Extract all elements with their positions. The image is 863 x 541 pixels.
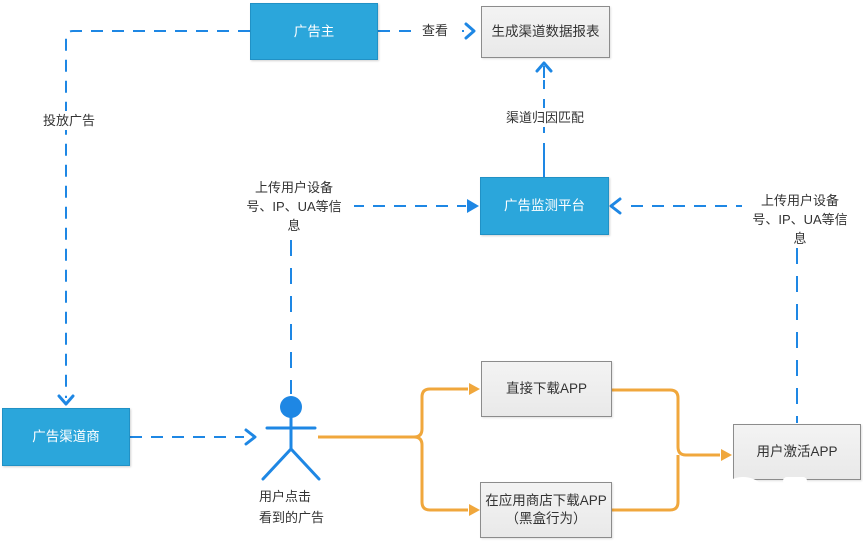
label-attribution: 渠道归因匹配: [492, 108, 598, 127]
node-store-download: 在应用商店下载APP （黑盒行为）: [480, 482, 612, 538]
node-report: 生成渠道数据报表: [481, 6, 610, 58]
node-channel: 广告渠道商: [2, 408, 130, 466]
label-view: 查看: [412, 21, 458, 40]
arrowhead-right-platform: [467, 199, 479, 213]
figure-legs: [261, 446, 321, 481]
arrowhead-activate: [721, 449, 732, 461]
label-upload-left-line3: 息: [287, 218, 301, 233]
edge-advertiser-channel: [65, 30, 250, 398]
node-channel-label: 广告渠道商: [32, 429, 100, 444]
node-direct-download-label: 直接下载APP: [505, 381, 587, 396]
arrowhead-store: [469, 504, 480, 516]
label-user-click: 用户点击 看到的广告: [257, 486, 357, 528]
user-stick-figure: [261, 396, 321, 481]
edge-user-direct: [318, 387, 468, 439]
label-upload-left-line2: 号、IP、UA等信: [246, 199, 342, 214]
label-place-ads: 投放广告: [36, 111, 102, 130]
edge-direct-activate: [612, 388, 720, 457]
figure-head: [280, 396, 302, 418]
label-upload-right: 上传用户设备 号、IP、UA等信 息: [742, 191, 858, 248]
node-advertiser: 广告主: [250, 3, 378, 60]
node-store-download-line1: 在应用商店下载APP: [485, 493, 607, 508]
edge-user-store: [318, 435, 468, 512]
node-store-download-line2: （黑盒行为）: [505, 511, 587, 526]
watermark-dash: [783, 477, 807, 485]
edge-store-activate: [612, 455, 680, 512]
label-user-click-line1: 用户点击: [259, 489, 312, 504]
label-upload-right-line2: 号、IP、UA等信: [752, 212, 848, 227]
node-activate-label: 用户激活APP: [756, 444, 838, 459]
node-direct-download: 直接下载APP: [481, 361, 612, 417]
node-activate: 用户激活APP: [733, 424, 861, 480]
watermark-ring: [716, 477, 770, 531]
arrowhead-up-report: [535, 61, 553, 73]
node-platform-label: 广告监测平台: [504, 198, 585, 213]
arrowhead-right-user: [244, 428, 257, 446]
label-upload-right-line1: 上传用户设备: [760, 193, 839, 208]
arrowhead-right-report: [464, 22, 476, 40]
arrowhead-left-platform: [609, 197, 622, 215]
label-user-click-line2: 看到的广告: [259, 510, 325, 525]
node-report-label: 生成渠道数据报表: [491, 24, 600, 39]
label-upload-left-line1: 上传用户设备: [254, 180, 333, 195]
arrowhead-direct: [469, 383, 480, 395]
node-advertiser-label: 广告主: [293, 23, 335, 39]
label-upload-right-line3: 息: [793, 231, 807, 246]
label-upload-left: 上传用户设备 号、IP、UA等信 息: [234, 178, 354, 235]
arrowhead-down-channel: [57, 394, 75, 406]
node-platform: 广告监测平台: [480, 177, 609, 235]
